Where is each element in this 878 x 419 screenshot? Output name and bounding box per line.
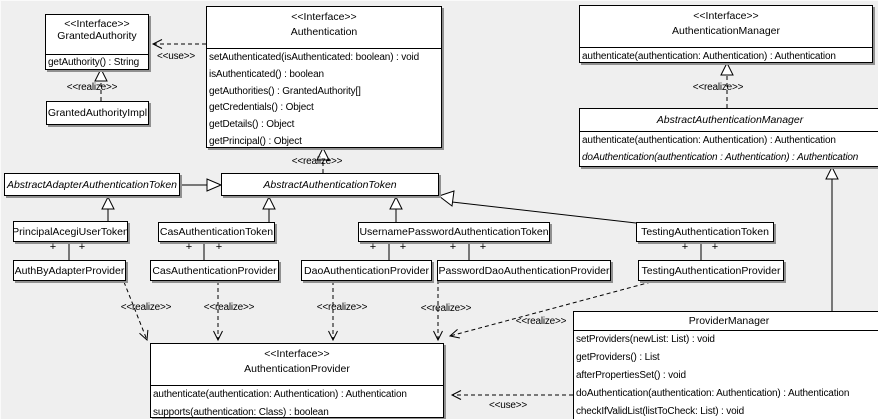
class-provider-manager[interactable]: ProviderManager setProviders(newList: Li… — [573, 311, 878, 419]
edge-grantedAuthorityImpl-realizes-grantedAuthority — [94, 67, 108, 101]
method: getProviders() : List — [576, 352, 660, 363]
edge-abstractAuthManager-realizes-authManager — [720, 61, 734, 108]
class-testing-authentication-provider[interactable]: TestingAuthenticationProvider — [638, 260, 784, 281]
method: setProviders(newList: List) : void — [576, 334, 715, 345]
class-testing-authentication-token[interactable]: TestingAuthenticationToken — [636, 222, 774, 242]
method: getDetails() : Object — [209, 119, 295, 131]
method: afterPropertiesSet() : void — [576, 370, 686, 381]
class-name: TestingAuthenticationToken — [641, 226, 769, 238]
class-authentication-manager[interactable]: <<Interface>> AuthenticationManager auth… — [579, 5, 873, 63]
method: getCredentials() : Object — [209, 102, 314, 114]
use-label: <<use>> — [488, 400, 528, 411]
method: doAuthentication(authentication: Authent… — [576, 388, 850, 399]
class-name: PasswordDaoAuthenticationProvider — [438, 264, 610, 277]
edge-casToken-extends-abstractToken — [262, 195, 276, 222]
class-abstract-authentication-token[interactable]: AbstractAuthenticationToken — [221, 173, 439, 196]
class-name: CasAuthenticationToken — [159, 226, 274, 238]
method: authenticate(authentication: Authenticat… — [153, 389, 407, 400]
method: authenticate(authentication: Authenticat… — [582, 135, 836, 146]
class-name: GrantedAuthority — [57, 30, 137, 42]
stereotype: <<Interface>> — [64, 18, 130, 30]
class-name: Authentication — [290, 26, 358, 38]
method: checkIfValidList(listToCheck: List) : vo… — [576, 406, 745, 417]
use-label: <<use>> — [156, 51, 196, 62]
class-name: PrincipalAcegiUserToken — [13, 225, 128, 238]
class-abstract-authentication-manager[interactable]: AbstractAuthenticationManager authentica… — [579, 108, 878, 167]
method: setAuthenticated(isAuthenticated: boolea… — [209, 52, 420, 63]
class-principal-acegi-user-token[interactable]: PrincipalAcegiUserToken — [13, 221, 128, 242]
association-plus: + — [185, 241, 193, 253]
realize-label: <<realize>> — [515, 316, 567, 327]
method: supports(authentication: Class) : boolea… — [153, 407, 329, 418]
class-name: DaoAuthenticationProvider — [304, 264, 429, 277]
method: getAuthorities() : GrantedAuthority[] — [209, 85, 361, 97]
edge-adapterToken-extends-abstractToken — [179, 178, 223, 192]
class-name: AuthenticationProvider — [244, 363, 350, 375]
method: getAuthority() : String — [48, 57, 140, 68]
class-name: AbstractAuthenticationToken — [263, 178, 397, 191]
class-username-password-authentication-token[interactable]: UsernamePasswordAuthenticationToken — [358, 222, 550, 242]
class-name: CasAuthenticationProvider — [152, 264, 277, 277]
class-name: AuthenticationManager — [672, 25, 780, 37]
association-plus: + — [449, 241, 457, 253]
realize-label: <<realize>> — [203, 302, 255, 313]
realize-label: <<realize>> — [291, 156, 343, 167]
realize-label: <<realize>> — [692, 82, 744, 93]
class-abstract-adapter-authentication-token[interactable]: AbstractAdapterAuthenticationToken — [4, 173, 180, 196]
edge-providerManager-extends-abstractAuthManager — [825, 165, 839, 311]
method: getPrincipal() : Object — [209, 135, 302, 147]
method: isAuthenticated() : boolean — [209, 68, 324, 80]
realize-label: <<realize>> — [66, 82, 118, 93]
class-authentication-provider[interactable]: <<Interface>> AuthenticationProvider aut… — [150, 343, 444, 418]
class-granted-authority-impl[interactable]: GrantedAuthorityImpl — [46, 101, 149, 125]
stereotype: <<Interface>> — [264, 348, 330, 360]
realize-label: <<realize>> — [316, 302, 368, 313]
association-plus: + — [49, 241, 57, 253]
realize-label: <<realize>> — [120, 302, 172, 313]
class-password-dao-authentication-provider[interactable]: PasswordDaoAuthenticationProvider — [437, 260, 611, 281]
class-name: GrantedAuthorityImpl — [47, 107, 148, 119]
class-name: AbstractAuthenticationManager — [656, 114, 804, 126]
edge-testingToken-extends-abstractToken — [437, 190, 637, 224]
method: authenticate(authentication: Authenticat… — [582, 51, 836, 62]
class-name: TestingAuthenticationProvider — [641, 264, 781, 277]
class-name: AuthByAdapterProvider — [14, 264, 125, 277]
association-plus: + — [681, 241, 689, 253]
class-name: AbstractAdapterAuthenticationToken — [6, 178, 178, 191]
class-cas-authentication-provider[interactable]: CasAuthenticationProvider — [150, 260, 279, 281]
association-plus: + — [711, 241, 719, 253]
association-plus: + — [399, 241, 407, 253]
association-plus: + — [78, 241, 86, 253]
edge-abstractToken-realizes-authentication — [316, 146, 330, 173]
association-plus: + — [215, 241, 223, 253]
realize-label: <<realize>> — [420, 303, 472, 314]
class-authentication[interactable]: <<Interface>> Authentication setAuthenti… — [206, 6, 442, 148]
association-plus: + — [369, 241, 377, 253]
class-name: UsernamePasswordAuthenticationToken — [359, 226, 549, 238]
class-name: ProviderManager — [688, 315, 770, 327]
edge-principalToken-extends-adapterToken — [101, 195, 115, 221]
class-dao-authentication-provider[interactable]: DaoAuthenticationProvider — [301, 260, 432, 281]
class-granted-authority[interactable]: <<Interface>> GrantedAuthority getAuthor… — [45, 14, 149, 70]
association-plus: + — [479, 241, 487, 253]
edge-usernamePasswordToken-extends-abstractToken — [389, 195, 403, 222]
stereotype: <<Interface>> — [291, 11, 357, 23]
stereotype: <<Interface>> — [693, 10, 759, 22]
edge-authByAdapterProvider-realizes-authProvider — [123, 281, 149, 342]
class-auth-by-adapter-provider[interactable]: AuthByAdapterProvider — [13, 260, 126, 281]
method-abstract: doAuthentication(authentication : Authen… — [582, 152, 859, 163]
class-cas-authentication-token[interactable]: CasAuthenticationToken — [158, 222, 275, 242]
